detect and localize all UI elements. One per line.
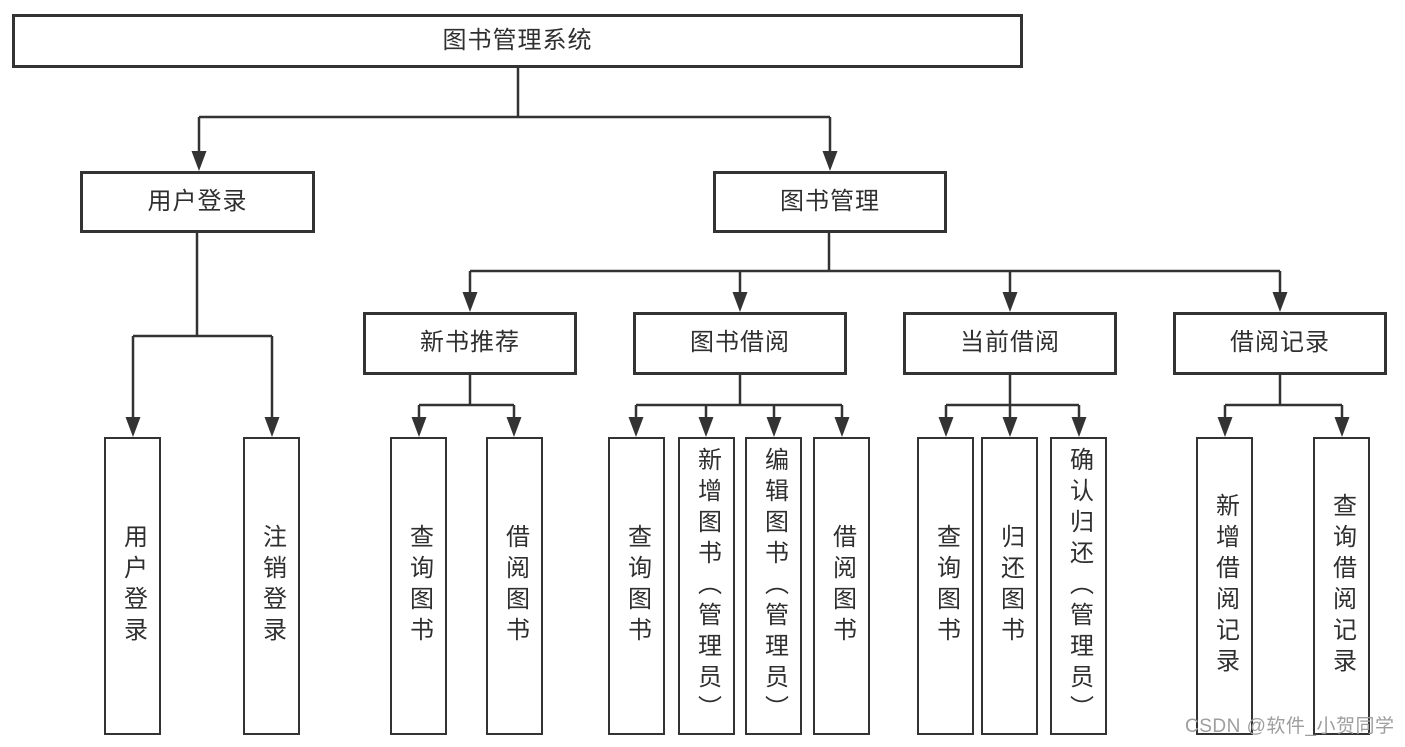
node-label: 查询借阅记录	[1328, 493, 1356, 679]
arrowhead	[125, 417, 141, 437]
node-label: 新增借阅记录	[1211, 493, 1239, 679]
node-label: 注销登录	[258, 524, 286, 648]
node-label: 图书借阅	[690, 329, 790, 357]
leaf-query-books: 查询图书	[390, 437, 447, 735]
connector-borrow-records-children	[1223, 375, 1344, 421]
leaf-edit-books-admin: 编辑图书（管理员）	[745, 437, 802, 735]
arrowhead	[834, 417, 850, 437]
node-library-management-system: 图书管理系统	[12, 14, 1023, 68]
node-label: 图书管理系统	[442, 26, 593, 54]
arrowhead	[264, 417, 280, 437]
leaf-return-books: 归还图书	[981, 437, 1038, 735]
arrowhead	[698, 417, 714, 437]
node-label: 查询图书	[405, 524, 433, 648]
node-label: 借阅记录	[1230, 329, 1330, 357]
arrowhead	[1272, 292, 1288, 312]
connector-new-book-rec-children	[417, 375, 516, 421]
arrowhead	[411, 417, 427, 437]
arrowhead	[462, 292, 478, 312]
node-label: 查询图书	[623, 524, 651, 648]
arrowhead	[732, 292, 748, 312]
node-label: 借阅图书	[828, 524, 856, 648]
node-label: 确认归还（管理员）	[1065, 446, 1093, 726]
arrowhead	[506, 417, 522, 437]
arrowhead	[938, 417, 954, 437]
node-book-borrowing: 图书借阅	[633, 312, 847, 375]
leaf-query-books: 查询图书	[608, 437, 665, 735]
node-new-book-recommendation: 新书推荐	[363, 312, 577, 375]
leaf-borrow-books: 借阅图书	[813, 437, 870, 735]
leaf-add-books-admin: 新增图书（管理员）	[678, 437, 735, 735]
node-book-management: 图书管理	[713, 171, 947, 233]
leaf-add-borrow-record: 新增借阅记录	[1196, 437, 1253, 735]
connector-book-borrow-children	[634, 375, 844, 421]
arrowhead	[766, 417, 782, 437]
node-label: 用户登录	[119, 524, 147, 648]
node-label: 当前借阅	[960, 329, 1060, 357]
arrowhead	[1071, 417, 1087, 437]
arrowhead	[822, 151, 838, 171]
arrowhead	[1217, 417, 1233, 437]
arrowhead	[1002, 292, 1018, 312]
connector-book-mgmt-children	[468, 233, 1282, 296]
node-label: 用户登录	[147, 187, 248, 215]
node-label: 查询图书	[932, 524, 960, 648]
arrowhead	[628, 417, 644, 437]
csdn-watermark: CSDN @软件_小贺同学	[1185, 716, 1395, 737]
leaf-logout-login: 注销登录	[243, 437, 300, 735]
node-user-login: 用户登录	[80, 171, 315, 233]
arrowhead	[1002, 417, 1018, 437]
leaf-query-books: 查询图书	[917, 437, 974, 735]
node-borrowing-records: 借阅记录	[1173, 312, 1387, 375]
node-label: 新增图书（管理员）	[693, 446, 721, 726]
connector-root-to-level2	[197, 68, 832, 154]
connector-current-borrow-children	[944, 375, 1081, 421]
leaf-confirm-return-admin: 确认归还（管理员）	[1050, 437, 1107, 735]
node-current-borrowing: 当前借阅	[903, 312, 1117, 375]
leaf-borrow-books: 借阅图书	[486, 437, 543, 735]
node-label: 新书推荐	[420, 329, 520, 357]
arrowhead	[1334, 417, 1350, 437]
leaf-user-login: 用户登录	[104, 437, 161, 735]
node-label: 图书管理	[780, 187, 880, 215]
node-label: 借阅图书	[501, 524, 529, 648]
node-label: 归还图书	[996, 524, 1024, 648]
leaf-query-borrow-record: 查询借阅记录	[1313, 437, 1370, 735]
arrowhead	[191, 151, 207, 171]
connector-user-login-children	[131, 233, 274, 421]
node-label: 编辑图书（管理员）	[760, 446, 788, 726]
